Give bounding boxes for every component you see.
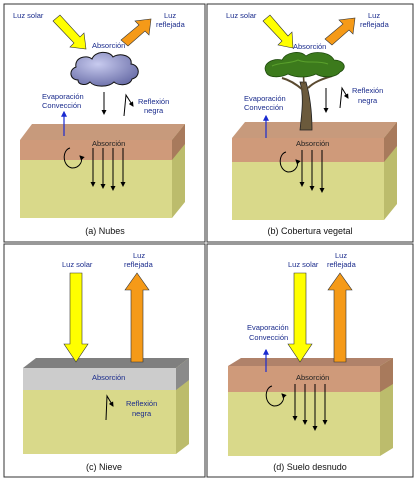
- luz-reflejada-label-1: Luz: [368, 11, 380, 20]
- reflected-light-arrow: [324, 17, 356, 46]
- absorcion-canopy-label: Absorción: [293, 42, 326, 51]
- caption-d: (d) Suelo desnudo: [273, 462, 347, 472]
- snow-layer: [23, 368, 176, 390]
- reflected-light-arrow: [120, 18, 152, 47]
- negra-label: negra: [144, 106, 164, 115]
- soil-top-face: [20, 124, 185, 140]
- sun-arrow: [287, 272, 313, 363]
- soil-loop-arrow: [63, 147, 85, 169]
- luz-reflejada-label-1: Luz: [335, 251, 347, 260]
- luz-reflejada-label-2: reflejada: [124, 260, 154, 269]
- subsoil-layer: [228, 392, 380, 456]
- panel-d: Luz solar Luz reflejada Evaporación Conv…: [228, 251, 393, 472]
- panel-a: Luz solar Luz reflejada Absorción Evapor…: [13, 11, 186, 236]
- snow-top-face: [23, 358, 189, 368]
- luz-reflejada-label-1: Luz: [133, 251, 145, 260]
- conveccion-label: Convección: [249, 333, 288, 342]
- luz-reflejada-label-2: reflejada: [327, 260, 357, 269]
- black-reflection-arrow: [123, 93, 134, 117]
- evaporacion-label: Evaporación: [244, 94, 286, 103]
- soil-top-face: [228, 358, 393, 366]
- caption-b: (b) Cobertura vegetal: [267, 226, 352, 236]
- reflexion-label: Reflexión: [138, 97, 169, 106]
- negra-label: negra: [358, 96, 378, 105]
- absorcion-snow-label: Absorción: [92, 373, 125, 382]
- black-reflection-arrow: [105, 394, 114, 421]
- reflected-light-arrow: [124, 272, 150, 363]
- soil-layer: [20, 140, 172, 160]
- soil-layer: [232, 138, 384, 162]
- soil-layer: [228, 366, 380, 392]
- absorcion-ground-label: Absorción: [296, 373, 329, 382]
- subsoil-layer: [20, 160, 172, 218]
- soil-side: [380, 358, 393, 392]
- absorcion-cloud-label: Absorción: [92, 41, 125, 50]
- panel-c: Luz solar Luz reflejada Absorción Reflex…: [23, 251, 189, 472]
- luz-reflejada-label-1: Luz: [164, 11, 176, 20]
- evaporacion-label: Evaporación: [247, 323, 289, 332]
- caption-c: (c) Nieve: [86, 462, 122, 472]
- tree-icon: [264, 52, 345, 131]
- soil-loop-arrow: [279, 151, 301, 173]
- panel-b: Luz solar Luz reflejada Absorción Evapor…: [226, 11, 397, 236]
- soil-side: [384, 122, 397, 162]
- evaporacion-label: Evaporación: [42, 92, 84, 101]
- luz-reflejada-label-2: reflejada: [360, 20, 390, 29]
- negra-label: negra: [132, 409, 152, 418]
- cloud-icon: [70, 51, 139, 87]
- luz-reflejada-label-2: reflejada: [156, 20, 186, 29]
- soil-loop-arrow: [265, 385, 287, 407]
- luz-solar-label: Luz solar: [226, 11, 257, 20]
- subsoil-layer: [232, 162, 384, 220]
- reflected-light-arrow: [327, 272, 353, 363]
- absorcion-ground-label: Absorción: [296, 139, 329, 148]
- caption-a: (a) Nubes: [85, 226, 125, 236]
- conveccion-label: Convección: [42, 101, 81, 110]
- reflexion-label: Reflexión: [126, 399, 157, 408]
- subsoil-layer: [23, 390, 176, 454]
- soil-side: [172, 124, 185, 160]
- soil-top-face: [232, 122, 397, 138]
- absorcion-ground-label: Absorción: [92, 139, 125, 148]
- sun-arrow: [63, 272, 89, 363]
- luz-solar-label: Luz solar: [288, 260, 319, 269]
- sun-arrow: [52, 14, 87, 50]
- sun-arrow: [262, 14, 294, 49]
- black-reflection-arrow: [339, 86, 349, 109]
- reflexion-label: Reflexión: [352, 86, 383, 95]
- luz-solar-label: Luz solar: [13, 11, 44, 20]
- snow-side: [176, 358, 189, 390]
- luz-solar-label: Luz solar: [62, 260, 93, 269]
- conveccion-label: Convección: [244, 103, 283, 112]
